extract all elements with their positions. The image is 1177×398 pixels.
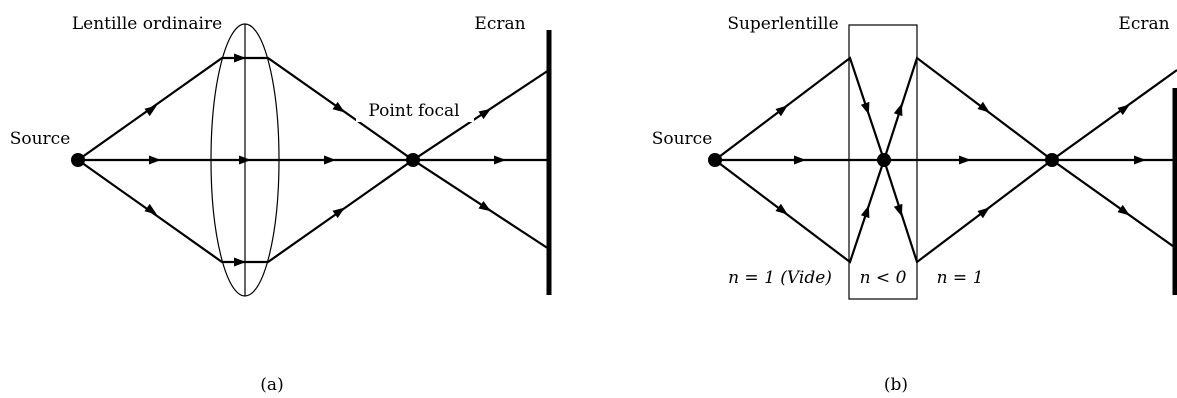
screen-label-b: Ecran (1118, 14, 1169, 34)
ray-lower-a (77, 158, 550, 264)
arrow-a-4 (234, 53, 246, 63)
arrow-b-4 (860, 101, 874, 117)
medium-left-label: n = 1 (Vide) (728, 268, 832, 288)
arrow-b-2 (794, 155, 806, 165)
panel-b: Superlentille Ecran Source n = 1 (Vide) … (652, 14, 1177, 395)
rays-a (77, 56, 550, 264)
internal-focus-b (877, 153, 891, 167)
focal-label-a: Point focal (368, 101, 459, 121)
arrow-a-11 (494, 155, 506, 165)
medium-right-label: n = 1 (937, 268, 984, 288)
panel-a: Lentille ordinaire Ecran Source Point fo… (10, 14, 552, 395)
rays-b (714, 56, 1177, 264)
arrow-b-7 (893, 101, 907, 117)
arrow-b-12 (1134, 155, 1146, 165)
source-point-b (708, 153, 722, 167)
superlens-slab (848, 24, 918, 300)
medium-lens-label: n < 0 (860, 268, 907, 288)
screen-label-a: Ecran (474, 14, 525, 34)
focal-label-bg (356, 96, 474, 122)
arrow-b-6 (893, 203, 907, 219)
arrow-b-5 (860, 203, 874, 219)
source-label-b: Source (652, 129, 713, 149)
lens-label-a: Lentille ordinaire (72, 14, 222, 34)
focal-point-b (1045, 153, 1059, 167)
arrow-a-2 (149, 155, 161, 165)
source-label-a: Source (10, 129, 71, 149)
lens-label-b: Superlentille (727, 14, 838, 34)
caption-b: (b) (884, 375, 908, 395)
caption-a: (a) (260, 375, 283, 395)
arrow-a-8 (324, 155, 336, 165)
focal-point-a (406, 153, 420, 167)
arrow-b-8 (959, 155, 971, 165)
ray-upper-a (77, 56, 550, 162)
source-point-a (71, 153, 85, 167)
arrow-a-6 (234, 257, 246, 267)
